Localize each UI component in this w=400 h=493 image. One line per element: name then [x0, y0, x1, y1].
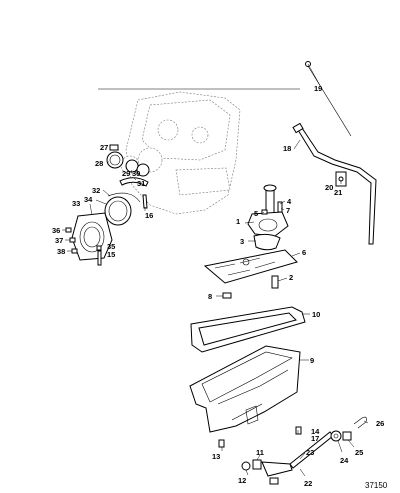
callout-21[interactable]: 21 — [334, 188, 342, 197]
front-seal — [106, 151, 124, 169]
callout-29[interactable]: 29 — [122, 169, 130, 178]
callout-32[interactable]: 32 — [92, 186, 100, 195]
dipstick — [307, 65, 352, 137]
callout-19[interactable]: 19 — [314, 84, 322, 93]
callout-16[interactable]: 16 — [145, 211, 153, 220]
callout-4[interactable]: 4 — [287, 197, 292, 206]
seal-housing-gasket — [107, 192, 141, 203]
dipstick-tube — [297, 127, 377, 245]
rear-seal-housing — [71, 212, 113, 261]
callout-13[interactable]: 13 — [212, 452, 220, 461]
callout-8[interactable]: 8 — [208, 292, 212, 301]
callout-17[interactable]: 17 — [311, 434, 319, 443]
callout-9[interactable]: 9 — [310, 356, 314, 365]
callout-5[interactable]: 5 — [254, 209, 258, 218]
callout-7[interactable]: 7 — [286, 206, 290, 215]
callout-36[interactable]: 36 — [52, 226, 60, 235]
callout-31[interactable]: 31 — [137, 179, 145, 188]
callout-12[interactable]: 12 — [238, 476, 246, 485]
callout-labels: 1 2 3 4 5 6 7 8 9 10 11 12 13 14 15 16 1… — [52, 84, 384, 488]
callout-26[interactable]: 26 — [376, 419, 384, 428]
callout-38[interactable]: 38 — [57, 247, 65, 256]
callout-35[interactable]: 35 — [107, 242, 115, 251]
callout-22[interactable]: 22 — [304, 479, 312, 488]
engine-block — [120, 91, 241, 215]
callout-23[interactable]: 23 — [306, 448, 314, 457]
callout-37[interactable]: 37 — [55, 236, 63, 245]
callout-28[interactable]: 28 — [95, 159, 103, 168]
callout-15[interactable]: 15 — [107, 250, 115, 259]
windage-tray — [203, 249, 298, 284]
callout-10[interactable]: 10 — [312, 310, 320, 319]
callout-34[interactable]: 34 — [84, 195, 93, 204]
callout-27[interactable]: 27 — [100, 143, 108, 152]
diagram-reference-number: 37150 — [365, 481, 388, 490]
callout-25[interactable]: 25 — [355, 448, 363, 457]
callout-33[interactable]: 33 — [72, 199, 80, 208]
callout-11[interactable]: 11 — [256, 448, 264, 457]
leader-lines — [62, 63, 369, 477]
pickup-screen — [253, 233, 281, 251]
callout-20[interactable]: 20 — [325, 183, 333, 192]
callout-24[interactable]: 24 — [340, 456, 349, 465]
oil-pan-gasket — [190, 306, 306, 353]
callout-30[interactable]: 30 — [132, 169, 140, 178]
callout-14[interactable]: 14 — [311, 427, 320, 436]
callout-3[interactable]: 3 — [240, 237, 244, 246]
callout-18[interactable]: 18 — [283, 144, 291, 153]
callout-2[interactable]: 2 — [289, 273, 293, 282]
oil-pan — [189, 345, 301, 433]
callout-6[interactable]: 6 — [302, 248, 306, 257]
callout-1[interactable]: 1 — [236, 217, 240, 226]
oil-pump — [247, 184, 289, 237]
drain-hose — [241, 431, 334, 485]
